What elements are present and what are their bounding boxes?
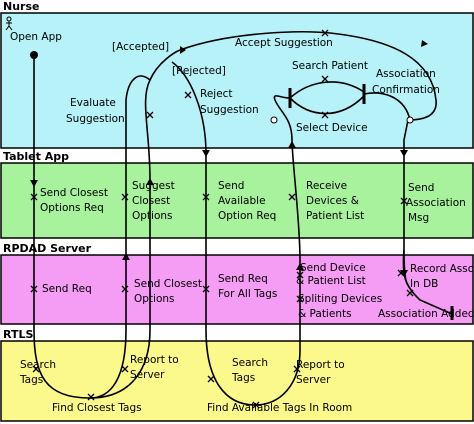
lane-rtls [0,340,474,422]
flow-path-fork [289,81,365,115]
label-receive-devices: Receive Devices & Patient List [306,180,364,222]
label-reject-suggestion: Reject Suggestion [200,88,259,116]
label-suggest-closest-options: Suggest Closest Options [132,180,178,222]
arrow-head [296,263,304,270]
label-search-patient: Search Patient [292,60,368,72]
label-search-tags-2: Search Tags [231,357,271,384]
arrow-head [122,253,130,260]
decision-node-left [270,116,278,124]
label-send-available-option-req: Send Available Option Req [218,180,276,222]
decision-node-right [406,116,414,124]
arrow-head [146,178,154,185]
label-report-to-server-1: Report to Server [130,354,182,381]
label-send-device-patient-list: Send Device & Patient List [296,262,369,287]
label-send-req: Send Req [42,283,92,295]
lane-rpdad-server [0,254,474,325]
lane-title-rtls: RTLS [3,328,33,341]
label-find-available-tags: Find Available Tags In Room [207,402,352,414]
label-send-req-for-all-tags: Send Req For All Tags [218,273,277,300]
label-report-to-server-2: Report to Server [296,359,348,386]
lane-title-nurse: Nurse [3,0,39,13]
label-accepted: [Accepted] [112,41,169,53]
flow-path-reject [171,61,301,406]
label-evaluate-suggestion: Evaluate Suggestion [66,97,125,125]
arrow-head [180,46,186,54]
arrow-head [30,180,38,187]
label-send-closest-options: Send Closest Options [134,278,205,305]
activity-markers [30,29,414,409]
flow-path-association [363,92,411,121]
actor-icon [5,16,13,31]
lane-tablet-app [0,162,474,239]
label-association-added: Association Added [378,308,474,320]
arrow-head [288,141,296,148]
flow-path-loop [89,75,151,399]
lane-title-tablet-app: Tablet App [3,150,69,163]
label-open-app: Open App [10,31,62,43]
label-select-device: Select Device [296,122,368,134]
label-send-closest-options-req: Send Closest Options Req [40,187,111,214]
label-send-association-msg: Send Association Msg [406,182,469,224]
label-association-confirmation: Association Confirmation [372,68,440,96]
lane-nurse [0,12,474,149]
label-find-closest-tags: Find Closest Tags [52,402,142,414]
flow-path-record [402,249,453,315]
arrow-head [400,150,408,157]
lane-title-rpdad-server: RPDAD Server [3,242,92,255]
label-accept-suggestion: Accept Suggestion [235,37,333,49]
label-spliting-devices: Spliting Devices & Patients [298,293,386,320]
label-rejected: [Rejected] [172,65,226,77]
arrow-head [202,150,210,157]
label-search-tags-1: Search Tags [19,359,59,386]
label-record-asso: Record Asso In DB [410,263,474,290]
arrow-head [421,40,428,47]
